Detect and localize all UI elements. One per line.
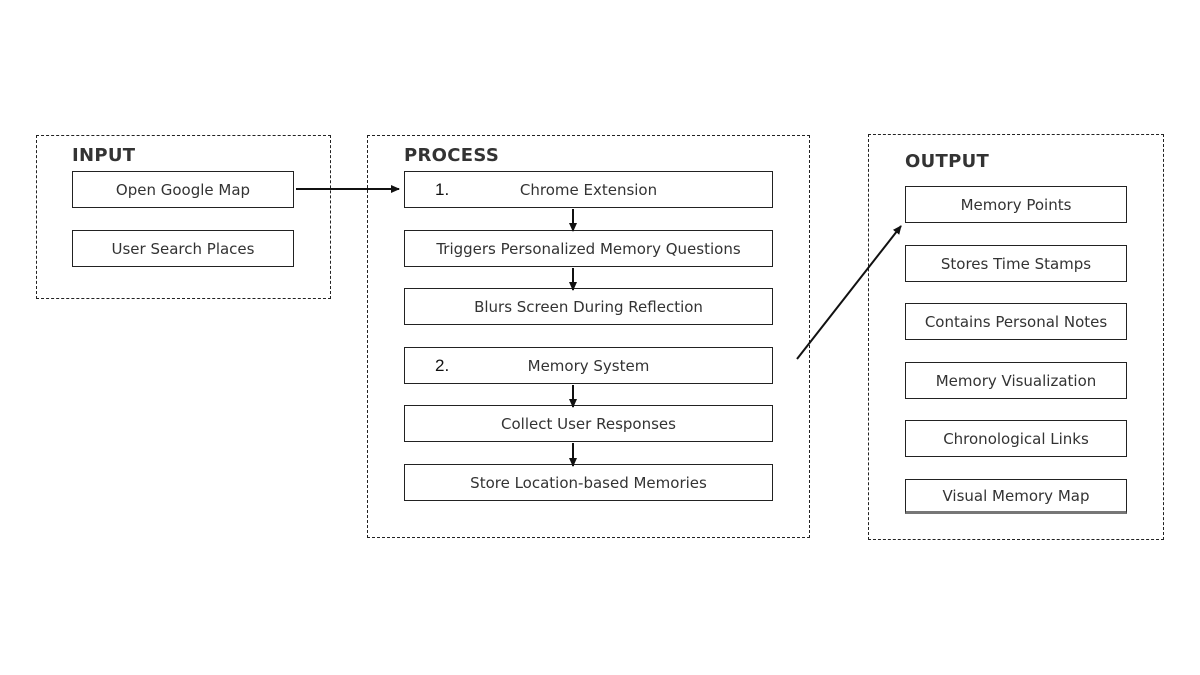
process-step-label: Triggers Personalized Memory Questions bbox=[436, 239, 741, 258]
input-title: INPUT bbox=[72, 145, 136, 166]
output-item-personal-notes: Contains Personal Notes bbox=[905, 303, 1127, 340]
process-step-label: Blurs Screen During Reflection bbox=[474, 297, 703, 316]
input-item-open-google-map: Open Google Map bbox=[72, 171, 294, 208]
process-step-label: Memory System bbox=[527, 356, 650, 375]
process-step-label: Chrome Extension bbox=[519, 180, 658, 199]
output-title: OUTPUT bbox=[905, 151, 990, 172]
process-step-collect-responses: Collect User Responses bbox=[404, 405, 773, 442]
output-item-memory-points: Memory Points bbox=[905, 186, 1127, 223]
process-step-blurs-screen: Blurs Screen During Reflection bbox=[404, 288, 773, 325]
process-step-label: Collect User Responses bbox=[501, 414, 676, 433]
process-step-triggers-questions: Triggers Personalized Memory Questions bbox=[404, 230, 773, 267]
output-item-memory-visualization: Memory Visualization bbox=[905, 362, 1127, 399]
process-step-memory-system: 2. Memory System bbox=[404, 347, 773, 384]
process-step-store-memories: Store Location-based Memories bbox=[404, 464, 773, 501]
output-item-time-stamps: Stores Time Stamps bbox=[905, 245, 1127, 282]
input-item-user-search-places: User Search Places bbox=[72, 230, 294, 267]
process-step-chrome-extension: 1. Chrome Extension bbox=[404, 171, 773, 208]
output-item-chronological-links: Chronological Links bbox=[905, 420, 1127, 457]
output-item-visual-memory-map: Visual Memory Map bbox=[905, 479, 1127, 514]
input-group bbox=[36, 135, 331, 299]
step-number-1: 1. bbox=[435, 179, 450, 199]
process-title: PROCESS bbox=[404, 145, 500, 166]
step-number-2: 2. bbox=[435, 355, 450, 375]
process-step-label: Store Location-based Memories bbox=[470, 473, 707, 492]
